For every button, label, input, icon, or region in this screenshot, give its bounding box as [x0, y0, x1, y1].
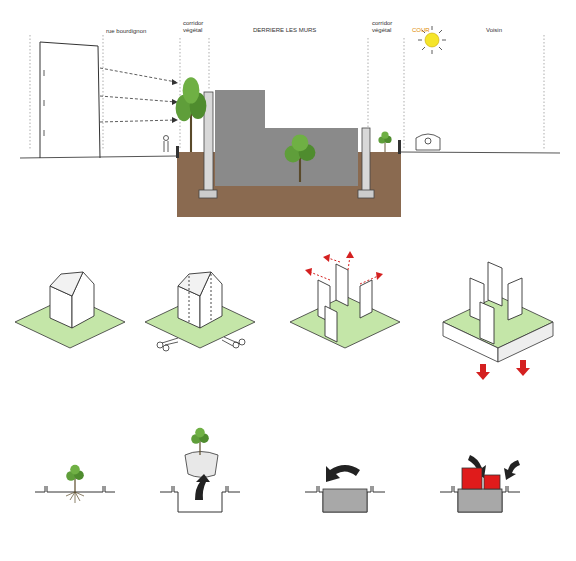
tree-roots: [66, 492, 84, 503]
bottom-trees: [66, 428, 218, 492]
section-label: Voisin: [486, 27, 516, 34]
section-label: rue bourdignon: [106, 28, 166, 35]
house-volumes: [50, 262, 522, 344]
view-arrows: [100, 68, 176, 122]
red-arrow-heads: [305, 251, 530, 380]
building-windows: [44, 70, 45, 136]
section-label: COUR: [412, 27, 436, 34]
neighbour-building: [40, 42, 100, 158]
block-volumes: [323, 468, 502, 512]
new-building: [215, 90, 358, 186]
people-car: [164, 134, 441, 152]
red-arrows: [310, 256, 378, 284]
section-label: corridor végétal: [183, 20, 209, 34]
scissors: [157, 337, 245, 351]
ground-profiles: [35, 486, 520, 512]
section-label: DERRIERE LES MURS: [253, 27, 333, 34]
tree-symbols: [176, 77, 392, 182]
section-label: corridor végétal: [372, 20, 398, 34]
boundary-walls: [176, 92, 401, 198]
